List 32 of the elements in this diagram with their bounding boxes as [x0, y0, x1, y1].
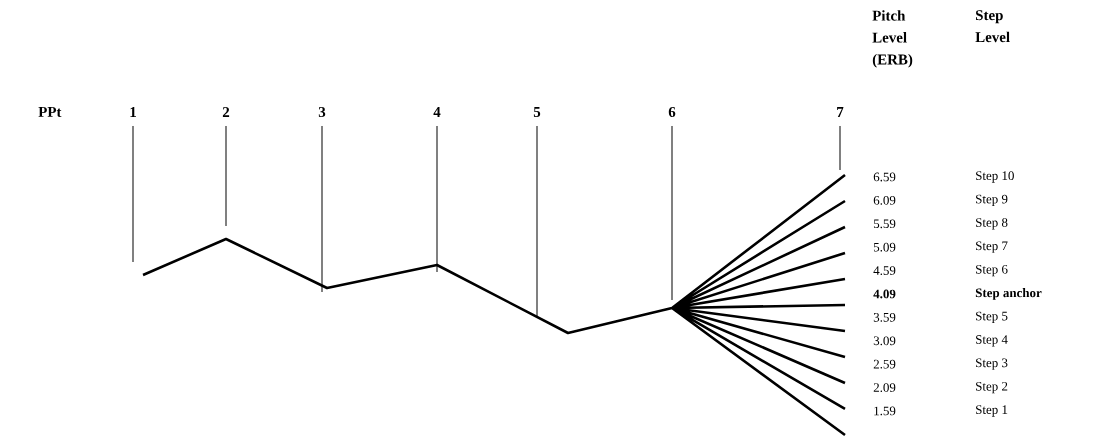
pitch-value: 1.59: [874, 406, 896, 416]
pitch-value: 4.09: [873, 289, 896, 299]
pitch-value: 2.59: [873, 359, 896, 369]
step-label: Step 8: [976, 218, 1008, 230]
step-label: Step 2: [976, 381, 1008, 394]
step-label: Step 4: [976, 335, 1008, 347]
row-header: PPt: [38, 107, 62, 117]
point-number: 7: [837, 107, 844, 117]
step-label: Step 6: [976, 264, 1008, 277]
point-number: 5: [533, 107, 541, 117]
step-label: Step 5: [976, 311, 1008, 324]
point-number: 3: [318, 107, 326, 117]
step-label: Step 7: [976, 241, 1008, 253]
point-number: 2: [222, 107, 230, 117]
pitch-value: 4.59: [873, 266, 896, 275]
point-number: 6: [668, 107, 676, 117]
pitch-value: 2.09: [873, 383, 896, 392]
step-label: Step 9: [976, 194, 1008, 207]
column-header: Step Level: [975, 10, 1010, 43]
pitch-value: 5.59: [873, 219, 896, 229]
step-label: Step 1: [976, 405, 1008, 417]
pitch-value: 5.09: [873, 242, 896, 252]
step-label: Step 3: [976, 358, 1008, 370]
pitch-value: 6.09: [873, 196, 896, 205]
step-label: Step 10: [976, 171, 1014, 183]
column-header: Pitch Level (ERB): [872, 10, 913, 68]
pitch-value: 3.09: [873, 336, 896, 346]
point-number: 1: [130, 107, 136, 117]
pitch-value: 6.59: [873, 172, 896, 182]
point-number: 4: [433, 107, 441, 117]
step-label: Step anchor: [975, 288, 1042, 300]
pitch-value: 3.59: [873, 313, 896, 322]
